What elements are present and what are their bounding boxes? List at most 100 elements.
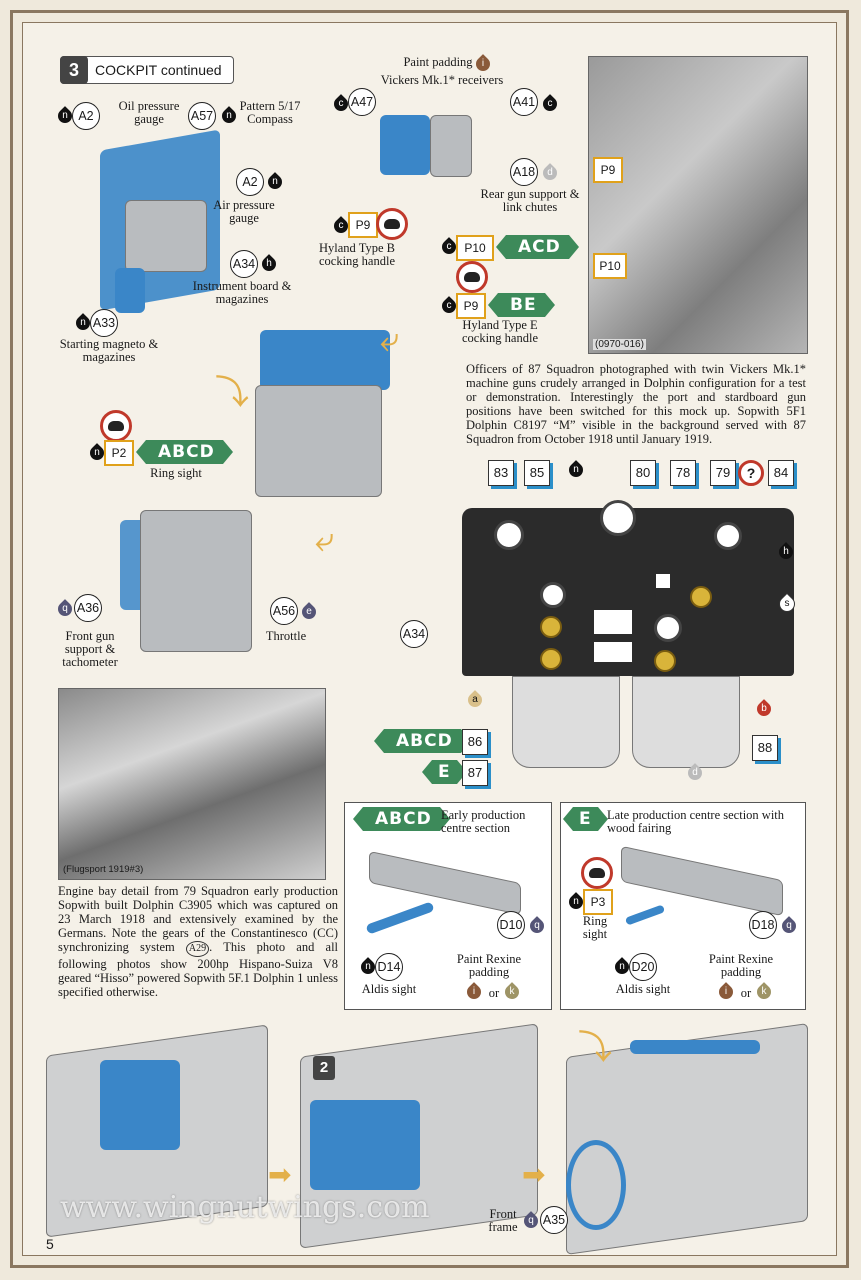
paint-drop-n: n	[265, 172, 285, 192]
caption-ref: A29	[185, 941, 210, 957]
part-callout-a57: A57	[188, 102, 216, 130]
upper-gun-frame	[630, 1040, 760, 1054]
paint-drop-e: e	[299, 602, 319, 622]
engine-bay-photo: (Flugsport 1919#3)	[58, 688, 326, 880]
throttle-label: Throttle	[265, 629, 307, 643]
step-arrow: ➡	[522, 1158, 546, 1191]
caption-text: . This photo and all following photos sh…	[58, 940, 339, 999]
front-gun-support-label: Front gun support & tachometer	[62, 629, 118, 669]
paint-drop-c: c	[540, 94, 560, 114]
scheme-tag-abcd: ABCD	[136, 440, 233, 464]
section-title: COCKPIT continued	[95, 62, 222, 78]
engine-bay-caption: Engine bay detail from 79 Squadron early…	[58, 884, 338, 999]
decal-number-85: 85	[524, 460, 550, 486]
front-frame-ring	[566, 1140, 626, 1230]
aldis-sight-part	[365, 901, 435, 935]
aldis-sight-label: Aldis sight	[615, 982, 671, 996]
magneto-label: Starting magneto & magazines	[59, 337, 159, 364]
scheme-tag-abcd: ABCD	[353, 807, 450, 831]
brass-gauge	[540, 616, 562, 638]
part-callout-a34: A34	[230, 250, 258, 278]
part-callout-a35: A35	[540, 1206, 568, 1234]
centre-section-part	[621, 845, 783, 917]
rear-gun-label: Rear gun support & link chutes	[480, 187, 580, 214]
decal-placard	[594, 642, 632, 662]
part-callout-d18: D18	[749, 911, 777, 939]
paint-drop-b: b	[754, 699, 774, 719]
rexine-label: Paint Rexine padding	[708, 952, 774, 979]
paint-drop-h: h	[776, 542, 796, 562]
scheme-tag-be: BE	[488, 293, 555, 317]
compass-label: Pattern 5/17 Compass	[239, 99, 301, 126]
section-number: 3	[60, 56, 88, 84]
decal-number-87: 87	[462, 760, 488, 786]
paint-drop-n: n	[219, 106, 239, 126]
part-callout-p3: P3	[583, 889, 613, 915]
scheme-tag-acd: ACD	[496, 235, 579, 259]
ring-sight-label: Ring sight	[582, 914, 608, 941]
hyland-b-label: Hyland Type B cocking handle	[318, 241, 395, 268]
decal-dial	[494, 520, 524, 550]
brass-gauge	[654, 650, 676, 672]
paint-drop-i: i	[473, 54, 493, 74]
assembly-arrow-right: ⤶	[380, 320, 400, 360]
scheme-tag-e: E	[563, 807, 608, 831]
elephant-icon	[456, 261, 488, 293]
paint-drop-d: d	[685, 763, 705, 783]
aldis-sight-label: Aldis sight	[361, 982, 417, 996]
brass-gauge	[690, 586, 712, 608]
decal-dial	[714, 522, 742, 550]
question-icon: ?	[738, 460, 764, 486]
page-border-outer	[10, 10, 849, 1268]
decal-number-79: 79	[710, 460, 736, 486]
late-box-title: Late production centre section with wood…	[607, 808, 785, 835]
part-callout-a56: A56	[270, 597, 298, 625]
hyland-e-label: Hyland Type E cocking handle	[461, 318, 538, 345]
paint-drop-q: q	[521, 1211, 541, 1231]
part-callout-d10: D10	[497, 911, 525, 939]
decal-callout-a34: A34	[400, 620, 428, 648]
step-number: 2	[313, 1056, 335, 1080]
decal-placard	[594, 610, 632, 634]
elephant-icon	[581, 857, 613, 889]
paint-drop-q: q	[527, 916, 547, 936]
assembly-arrow-down: ⤶	[315, 520, 335, 560]
or-label: or	[740, 986, 752, 1000]
decal-number-83: 83	[488, 460, 514, 486]
aldis-sight-part	[624, 904, 666, 926]
early-box-title: Early production centre section	[441, 808, 526, 835]
front-gun-grey	[140, 510, 252, 652]
decal-dial	[600, 500, 636, 536]
panel-magazine-left	[512, 676, 620, 768]
part-callout-p9: P9	[348, 212, 378, 238]
caption-text: Engine bay detail from 79 Squadron early…	[58, 884, 338, 954]
elephant-icon	[376, 208, 408, 240]
paint-drop-q: q	[779, 916, 799, 936]
gun-assembly-part	[260, 330, 390, 390]
photo-id: (0970-016)	[593, 339, 646, 350]
vickers-receiver-grey	[430, 115, 472, 177]
rexine-label: Paint Rexine padding	[456, 952, 522, 979]
assembly-arrow-left: ⤵	[215, 373, 249, 413]
paint-drop-a: a	[465, 690, 485, 710]
part-callout-p2: P2	[104, 440, 134, 466]
or-label: or	[488, 986, 500, 1000]
vickers-label: Vickers Mk.1* receivers	[380, 73, 504, 87]
vickers-receiver-part	[380, 115, 430, 175]
watermark: www.wingnutwings.com	[60, 1190, 430, 1225]
section-header: 3 COCKPIT continued	[60, 56, 234, 84]
part-callout-d14: D14	[375, 953, 403, 981]
decal-number-80: 80	[630, 460, 656, 486]
part-callout-p10: P10	[456, 235, 494, 261]
officers-caption: Officers of 87 Squadron photographed wit…	[466, 362, 806, 446]
part-callout-d20: D20	[629, 953, 657, 981]
engine-block-1	[100, 1060, 180, 1150]
instrument-board-label: Instrument board & magazines	[192, 279, 292, 306]
page-number: 5	[46, 1236, 54, 1252]
late-production-box: E Late production centre section with wo…	[560, 802, 806, 1010]
scheme-tag-abcd: ABCD	[374, 729, 471, 753]
decal-number-78: 78	[670, 460, 696, 486]
decal-dial	[654, 614, 682, 642]
engine-block-2	[310, 1100, 420, 1190]
assembly-arrow-late: ⤵	[578, 1028, 612, 1068]
